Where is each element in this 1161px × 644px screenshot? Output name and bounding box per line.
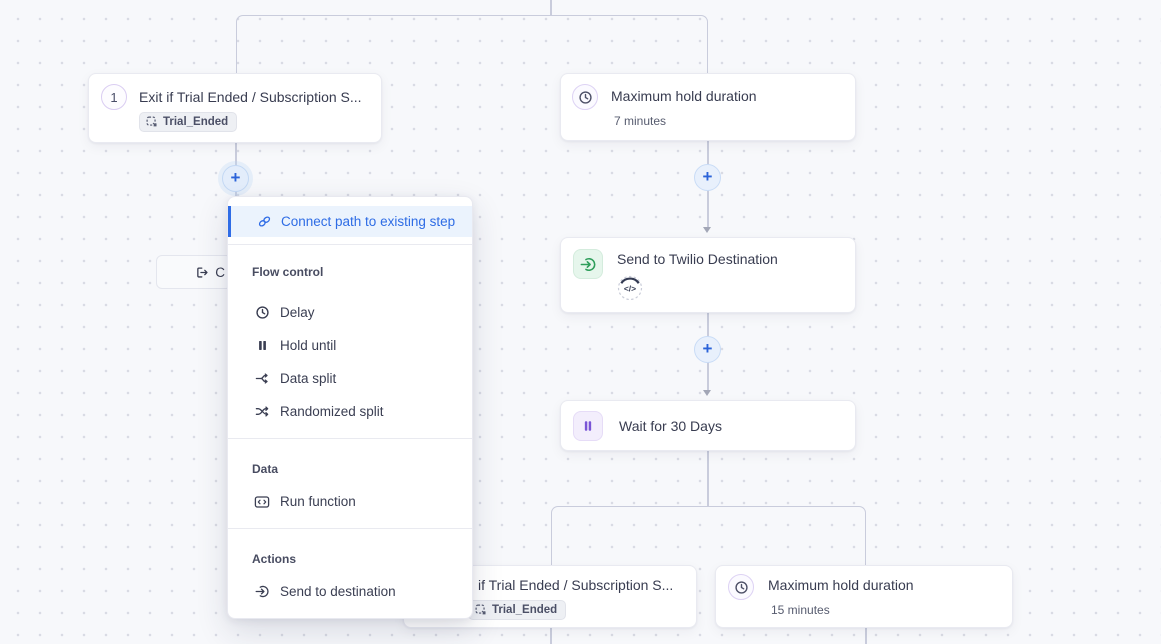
menu-section-header: Flow control — [252, 265, 324, 279]
connector-exit-bottom-down — [550, 628, 552, 644]
add-step-button[interactable]: + — [694, 164, 721, 191]
menu-item-hold-until[interactable]: Hold until — [228, 329, 472, 362]
node-title: Send to Twilio Destination — [617, 251, 778, 267]
menu-divider — [228, 438, 472, 439]
code-glyph: </> — [624, 284, 636, 294]
connector-hold-bottom-down — [865, 628, 867, 644]
menu-item-randomized-split[interactable]: Randomized split — [228, 395, 472, 428]
node-subtitle: 15 minutes — [771, 603, 830, 617]
add-step-button[interactable]: + — [694, 336, 721, 363]
node-subtitle: 7 minutes — [614, 114, 667, 128]
plus-icon: + — [702, 339, 713, 358]
node-title: Exit if Trial Ended / Subscription S... — [139, 89, 362, 105]
plus-icon: + — [230, 168, 241, 187]
function-code-badge: </> — [617, 275, 643, 301]
node-send-twilio[interactable]: Send to Twilio Destination </> — [560, 237, 856, 313]
step-number: 1 — [110, 89, 118, 105]
clock-icon — [254, 305, 270, 320]
menu-divider — [228, 528, 472, 529]
node-title: Wait for 30 Days — [619, 418, 722, 434]
menu-item-label: Hold until — [280, 338, 337, 353]
add-step-button-active[interactable]: + — [222, 165, 249, 192]
menu-item-run-function[interactable]: Run function — [228, 485, 472, 518]
node-title: Maximum hold duration — [611, 88, 757, 104]
add-step-menu: Connect path to existing step Flow contr… — [227, 196, 473, 619]
badge-label: Trial_Ended — [492, 604, 558, 616]
destination-icon — [254, 584, 270, 599]
destination-icon — [573, 249, 603, 279]
node-exit-trial-top[interactable]: 1 Exit if Trial Ended / Subscription S..… — [88, 73, 382, 143]
menu-item-send-to-destination[interactable]: Send to destination — [228, 575, 472, 608]
arrowhead-icon — [703, 390, 711, 396]
node-max-hold-top[interactable]: Maximum hold duration 7 minutes — [560, 73, 856, 141]
menu-item-label: Delay — [280, 305, 315, 320]
menu-item-label: Connect path to existing step — [281, 214, 456, 229]
menu-item-label: Run function — [280, 494, 356, 509]
menu-item-label: Data split — [280, 371, 337, 386]
audience-dashed-square-icon — [146, 116, 157, 127]
badge-label: Trial_Ended — [163, 116, 229, 128]
menu-divider — [228, 244, 472, 245]
exit-arrow-icon — [197, 266, 208, 278]
node-wait-30-days[interactable]: Wait for 30 Days — [560, 400, 856, 451]
audience-dashed-square-icon — [475, 604, 486, 615]
clock-icon — [728, 574, 754, 600]
node-max-hold-bottom[interactable]: Maximum hold duration 15 minutes — [715, 565, 1013, 628]
menu-item-label: Randomized split — [280, 404, 384, 419]
connector-top-stem — [550, 0, 552, 16]
connector-wait-down — [707, 451, 709, 507]
menu-section-header: Data — [252, 462, 279, 476]
pause-icon — [573, 411, 603, 441]
partial-exit-button[interactable]: C — [156, 255, 232, 289]
menu-item-delay[interactable]: Delay — [228, 296, 472, 329]
audience-badge: Trial_Ended — [468, 600, 567, 620]
partial-button-label: C — [215, 264, 225, 280]
audience-badge: Trial_Ended — [139, 112, 238, 132]
function-code-icon — [254, 494, 270, 510]
clock-icon — [572, 84, 598, 110]
menu-item-data-split[interactable]: Data split — [228, 362, 472, 395]
connector-bottom-split — [551, 506, 866, 565]
connector-top-split — [236, 15, 708, 73]
plus-icon: + — [702, 167, 713, 186]
menu-item-connect-path[interactable]: Connect path to existing step — [228, 206, 472, 237]
split-icon — [254, 371, 270, 386]
arrowhead-icon — [703, 227, 711, 233]
step-number-badge: 1 — [101, 84, 127, 110]
shuffle-icon — [254, 404, 270, 419]
node-title: if Trial Ended / Subscription S... — [478, 577, 674, 593]
pause-icon — [254, 339, 270, 352]
menu-item-label: Send to destination — [280, 584, 396, 599]
node-title: Maximum hold duration — [768, 577, 914, 593]
link-icon — [258, 216, 271, 227]
menu-section-header: Actions — [252, 552, 297, 566]
